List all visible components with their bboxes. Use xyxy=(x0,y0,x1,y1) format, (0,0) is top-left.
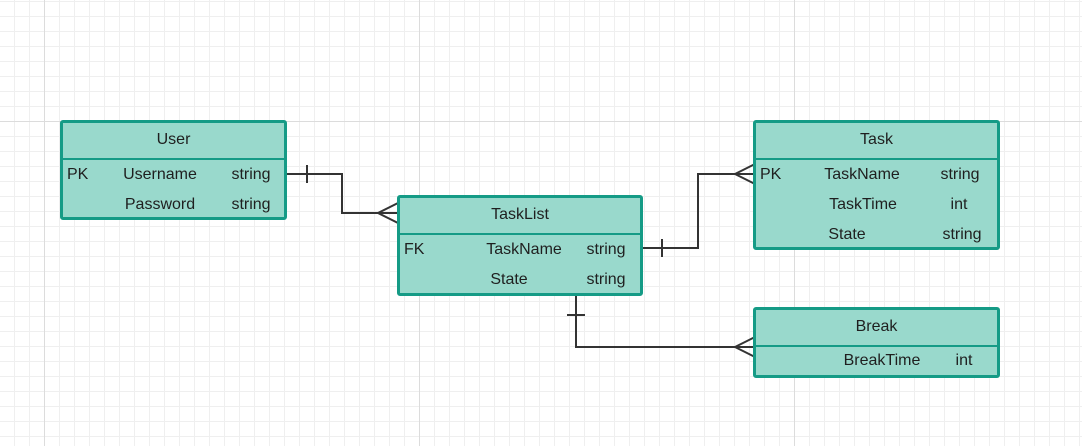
attribute-row: Password string xyxy=(63,190,284,220)
entity-tasklist[interactable]: TaskList FK TaskName string State string xyxy=(397,195,643,296)
entity-user[interactable]: User PK Username string Password string xyxy=(60,120,287,220)
attribute-name: TaskName xyxy=(486,241,562,258)
break-many-marker-top xyxy=(734,336,756,348)
break-many-marker-bottom xyxy=(734,346,756,358)
attribute-type: string xyxy=(231,166,271,183)
attribute-name: TaskName xyxy=(824,166,900,183)
attribute-type: string xyxy=(231,196,271,213)
task-many-marker-bottom xyxy=(734,173,756,185)
tasklist-break-connector xyxy=(575,295,755,348)
attribute-row: FK TaskName string xyxy=(400,235,640,265)
user-tasklist-connector xyxy=(287,173,398,214)
key-label: FK xyxy=(404,241,425,258)
attribute-row: State string xyxy=(400,265,640,295)
attribute-name: State xyxy=(490,271,528,288)
key-label: PK xyxy=(67,166,89,183)
entity-title: Break xyxy=(756,310,997,347)
attribute-row: TaskTime int xyxy=(756,190,997,220)
attribute-name: Password xyxy=(124,196,196,213)
attribute-type: string xyxy=(940,166,980,183)
entity-title: Task xyxy=(756,123,997,160)
attribute-type: string xyxy=(586,271,626,288)
attribute-name: TaskTime xyxy=(829,196,897,213)
task-many-marker-top xyxy=(734,163,756,175)
attribute-type: string xyxy=(586,241,626,258)
attribute-name: State xyxy=(828,226,866,243)
entity-break[interactable]: Break BreakTime int xyxy=(753,307,1000,378)
entity-title: TaskList xyxy=(400,198,640,235)
attribute-type: string xyxy=(942,226,982,243)
tasklist-task-connector xyxy=(642,173,755,249)
tasklist-many-marker-bottom xyxy=(377,212,399,224)
attribute-name: BreakTime xyxy=(843,352,921,369)
attribute-name: Username xyxy=(123,166,197,183)
attribute-type: int xyxy=(950,196,968,213)
key-label: PK xyxy=(760,166,782,183)
attribute-row: State string xyxy=(756,220,997,250)
attribute-row: PK TaskName string xyxy=(756,160,997,190)
entity-task[interactable]: Task PK TaskName string TaskTime int Sta… xyxy=(753,120,1000,250)
entity-title: User xyxy=(63,123,284,160)
attribute-type: int xyxy=(955,352,973,369)
attribute-row: BreakTime int xyxy=(756,346,997,376)
tasklist-many-marker-top xyxy=(377,202,399,214)
attribute-row: PK Username string xyxy=(63,160,284,190)
